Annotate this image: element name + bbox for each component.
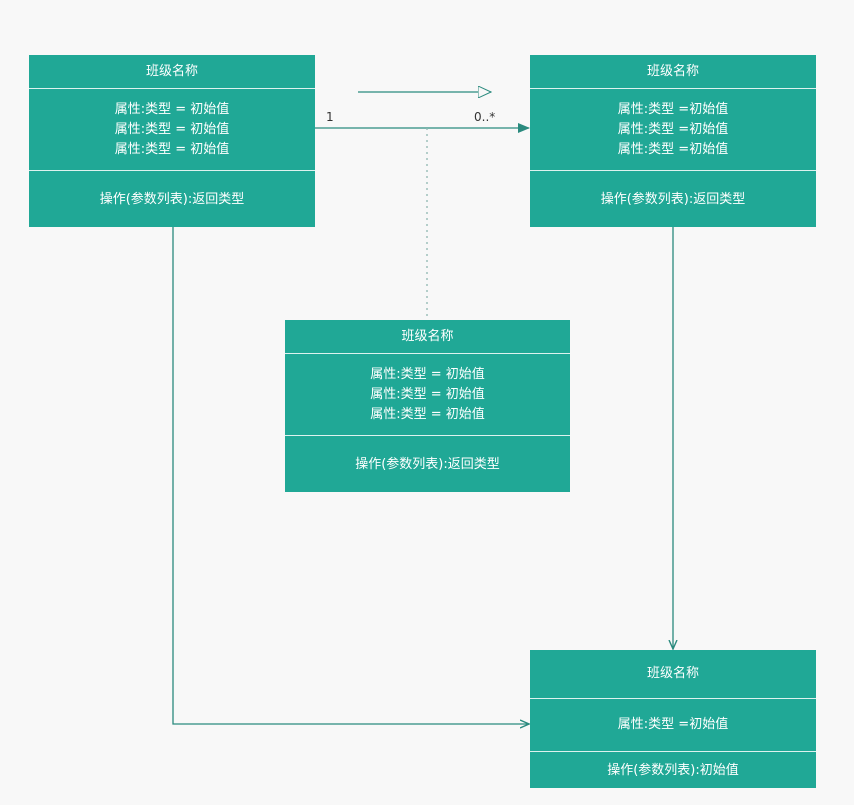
attribute: 属性:类型 = 初始值 [114,101,230,117]
attribute: 属性:类型 = 初始值 [370,386,485,402]
attribute: 属性:类型 = 初始值 [370,406,485,422]
class-operation: 操作(参数列表):返回类型 [99,192,245,207]
attribute: 属性:类型 =初始值 [617,101,729,117]
attribute: 属性:类型 =初始值 [617,141,729,157]
class-name: 班级名称 [29,55,315,89]
class-operation: 操作(参数列表):返回类型 [600,192,746,207]
class-attributes: 属性:类型 =初始值 属性:类型 =初始值 属性:类型 =初始值 [530,89,816,171]
class-name: 班级名称 [285,320,570,354]
target-multiplicity: 0..* [474,110,496,124]
class-name: 班级名称 [530,650,816,699]
class-box-top-left[interactable]: 班级名称 属性:类型 = 初始值 属性:类型 = 初始值 属性:类型 = 初始值… [29,55,315,227]
class-attributes: 属性:类型 =初始值 [530,699,816,752]
dependency-line-elbow [172,227,529,724]
attribute: 属性:类型 = 初始值 [114,121,230,137]
attribute: 属性:类型 =初始值 [617,121,729,137]
class-box-middle[interactable]: 班级名称 属性:类型 = 初始值 属性:类型 = 初始值 属性:类型 = 初始值… [285,320,570,492]
class-attributes: 属性:类型 = 初始值 属性:类型 = 初始值 属性:类型 = 初始值 [29,89,315,171]
class-operation: 操作(参数列表):初始值 [607,763,739,778]
source-multiplicity: 1 [326,110,334,124]
attribute: 属性:类型 = 初始值 [370,366,485,382]
class-box-top-right[interactable]: 班级名称 属性:类型 =初始值 属性:类型 =初始值 属性:类型 =初始值 操作… [530,55,816,227]
attribute: 属性:类型 =初始值 [617,717,729,732]
attribute: 属性:类型 = 初始值 [114,141,230,157]
class-operation: 操作(参数列表):返回类型 [355,457,500,472]
class-attributes: 属性:类型 = 初始值 属性:类型 = 初始值 属性:类型 = 初始值 [285,354,570,436]
class-name: 班级名称 [530,55,816,89]
class-box-bottom-right[interactable]: 班级名称 属性:类型 =初始值 操作(参数列表):初始值 [530,650,816,788]
